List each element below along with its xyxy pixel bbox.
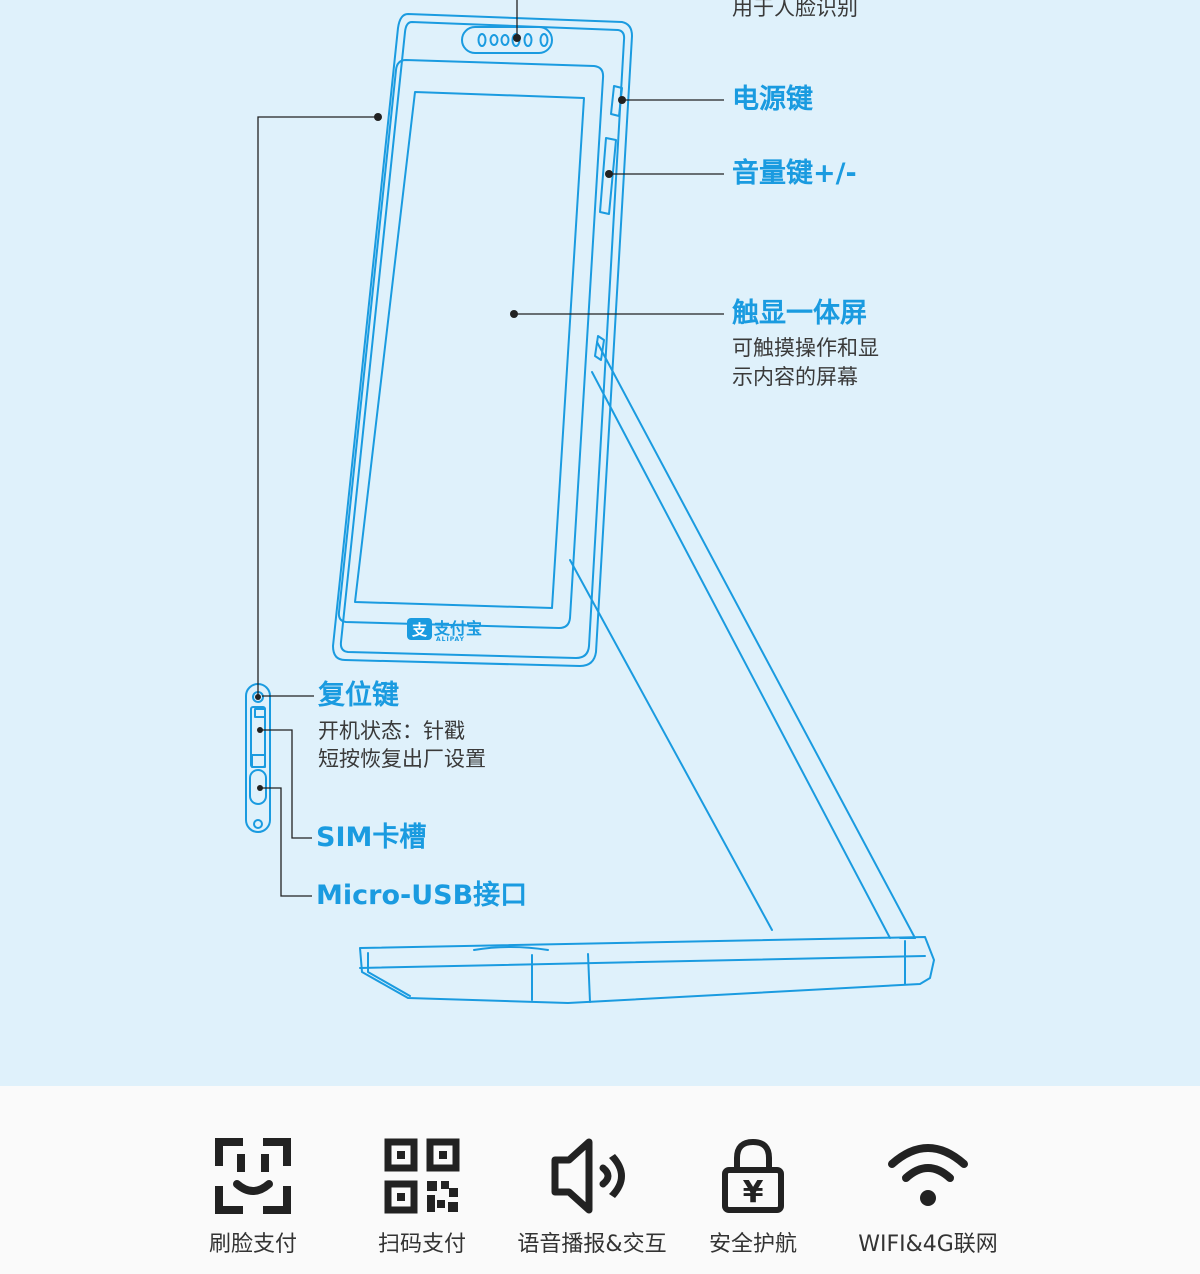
stand-arm xyxy=(570,342,915,938)
feature-label: 扫码支付 xyxy=(332,1226,512,1258)
wifi-icon xyxy=(888,1136,968,1216)
reset-desc-line1: 开机状态：针戳 xyxy=(318,717,465,746)
power-button-label: 电源键 xyxy=(732,84,813,116)
feature-label: WIFI&4G联网 xyxy=(838,1226,1018,1258)
feature-voice: 语音播报&交互 xyxy=(502,1136,682,1258)
reset-button-label: 复位键 xyxy=(318,680,399,712)
feature-qr-pay: 扫码支付 xyxy=(332,1136,512,1258)
feature-network: WIFI&4G联网 xyxy=(838,1136,1018,1258)
device-diagram: 支 支付宝 ALIPAY 用于人脸识别 电源键 音量键+/- xyxy=(0,0,1200,1086)
feature-security: ¥ 安全护航 xyxy=(663,1136,843,1258)
face-scan-icon xyxy=(213,1136,293,1216)
device-line-drawing: 支 支付宝 ALIPAY xyxy=(0,0,1200,1086)
alipay-logo: 支 支付宝 ALIPAY xyxy=(407,618,482,643)
side-port-strip xyxy=(246,684,270,832)
feature-face-pay: 刷脸支付 xyxy=(163,1136,343,1258)
padlock-yuan-icon: ¥ xyxy=(713,1136,793,1216)
speaker-icon xyxy=(547,1136,637,1216)
stand-base xyxy=(360,937,934,1003)
usb-leader-line xyxy=(260,788,312,896)
camera-module xyxy=(462,27,552,53)
feature-bar: 刷脸支付 扫码支付 xyxy=(0,1086,1200,1274)
qr-code-icon xyxy=(382,1136,462,1216)
camera-description: 用于人脸识别 xyxy=(732,0,858,23)
reset-desc-line2: 短按恢复出厂设置 xyxy=(318,745,486,774)
callout-dots xyxy=(255,34,626,791)
sim-slot-label: SIM卡槽 xyxy=(316,822,426,854)
screen-bezel xyxy=(339,60,603,628)
feature-label: 刷脸支付 xyxy=(163,1226,343,1258)
alipay-logo-subtext: ALIPAY xyxy=(436,636,465,643)
feature-label: 安全护航 xyxy=(663,1226,843,1258)
sim-leader-line xyxy=(260,730,312,838)
volume-button-label: 音量键+/- xyxy=(732,158,857,190)
touch-screen-label: 触显一体屏 xyxy=(732,298,867,330)
svg-text:支: 支 xyxy=(411,621,428,639)
svg-text:¥: ¥ xyxy=(743,1175,764,1210)
feature-label: 语音播报&交互 xyxy=(502,1226,682,1258)
micro-usb-label: Micro-USB接口 xyxy=(316,880,527,912)
touch-screen-desc-line2: 示内容的屏幕 xyxy=(732,363,858,392)
touch-screen-desc-line1: 可触摸操作和显 xyxy=(732,334,879,363)
